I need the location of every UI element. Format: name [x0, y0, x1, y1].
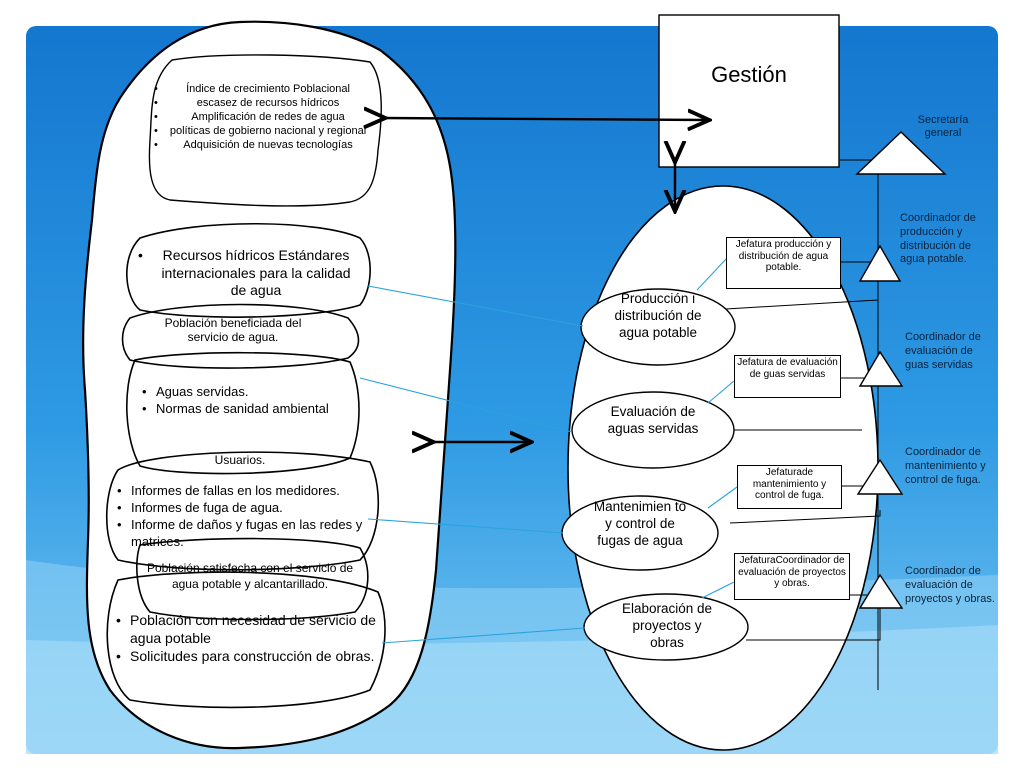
top-blob-item: Índice de crecimiento Poblacional: [154, 82, 368, 96]
coordinador-label: Coordinador de evaluación de proyectos y…: [905, 565, 995, 605]
necesidad-item: Solicitudes para construcción de obras.: [116, 648, 380, 666]
process-label: Elaboración de proyectos y obras: [621, 601, 713, 650]
poblacion-beneficiada-text: Población beneficiada del servicio de ag…: [164, 316, 302, 345]
necesidad-item: Población con necesidad de servicio de a…: [116, 612, 380, 648]
process-1-shape: [580, 288, 736, 366]
necesidad-list: Población con necesidad de servicio de a…: [116, 612, 380, 666]
beneficiada-blob-shape: [121, 303, 360, 369]
usuarios-list: Informes de fallas en los medidores. Inf…: [117, 483, 376, 551]
usuarios-blob-shape: [105, 451, 380, 571]
process-label: Mantenimien to y control de fugas de agu…: [593, 499, 687, 548]
poblacion-satisfecha-text: Población satisfecha con el servicio de …: [146, 561, 354, 591]
triangle-coord-2: [858, 350, 904, 387]
usuarios-title: Usuarios.: [214, 453, 266, 467]
process-label: Evaluación de aguas servidas: [607, 404, 699, 436]
usuarios-item: Informes de fuga de agua.: [117, 500, 376, 517]
usuarios-item: Informes de fallas en los medidores.: [117, 483, 376, 500]
gestion-box-shape: [658, 14, 840, 168]
top-blob-item: Amplificación de redes de agua: [154, 110, 368, 124]
jefatura-box: Jefatura de evaluación de guas servidas: [734, 355, 841, 398]
usuarios-item: Informe de daños y fugas en las redes y …: [117, 517, 376, 551]
process-label: Producción i distribución de agua potabl…: [614, 291, 702, 340]
triangle-coord-4: [858, 573, 904, 609]
jefatura-box: Jefaturade mantenimiento y control de fu…: [737, 465, 842, 509]
coordinador-label: Coordinador de mantenimiento y control d…: [905, 446, 986, 486]
process-4-shape: [583, 593, 749, 661]
triangle-coord-3: [856, 458, 904, 495]
secretaria-label: Secretaría general: [917, 114, 969, 140]
top-blob-item: políticas de gobierno nacional y regiona…: [154, 124, 368, 138]
arrow-top: [383, 118, 707, 120]
top-blob-item: escasez de recursos hídricos: [154, 96, 368, 110]
recursos-blob-shape: [126, 222, 371, 318]
aguas-list: Aguas servidas. Normas de sanidad ambien…: [142, 384, 346, 418]
coordinador-label: Coordinador de producción y distribución…: [900, 212, 976, 266]
aguas-item: Aguas servidas.: [142, 384, 346, 401]
aguas-item: Normas de sanidad ambiental: [142, 401, 346, 418]
triangle-coord-1: [858, 244, 902, 282]
recursos-list: Recursos hídricos Estándares internacion…: [138, 247, 360, 300]
gestion-title: Gestión: [711, 62, 787, 87]
top-blob-list: Índice de crecimiento Poblacional escase…: [154, 82, 368, 152]
coordinador-label: Coordinador de evaluación de guas servid…: [905, 331, 981, 371]
connector-lines: [359, 257, 738, 644]
recursos-item: Recursos hídricos Estándares internacion…: [138, 247, 360, 300]
necesidad-blob-shape: [106, 571, 386, 709]
jefatura-box: Jefatura producción y distribución de ag…: [726, 237, 841, 289]
jefatura-box: JefaturaCoordinador de evaluación de pro…: [734, 553, 850, 600]
top-blob-item: Adquisición de nuevas tecnologías: [154, 138, 368, 152]
triangle-secretaria: [855, 131, 947, 175]
